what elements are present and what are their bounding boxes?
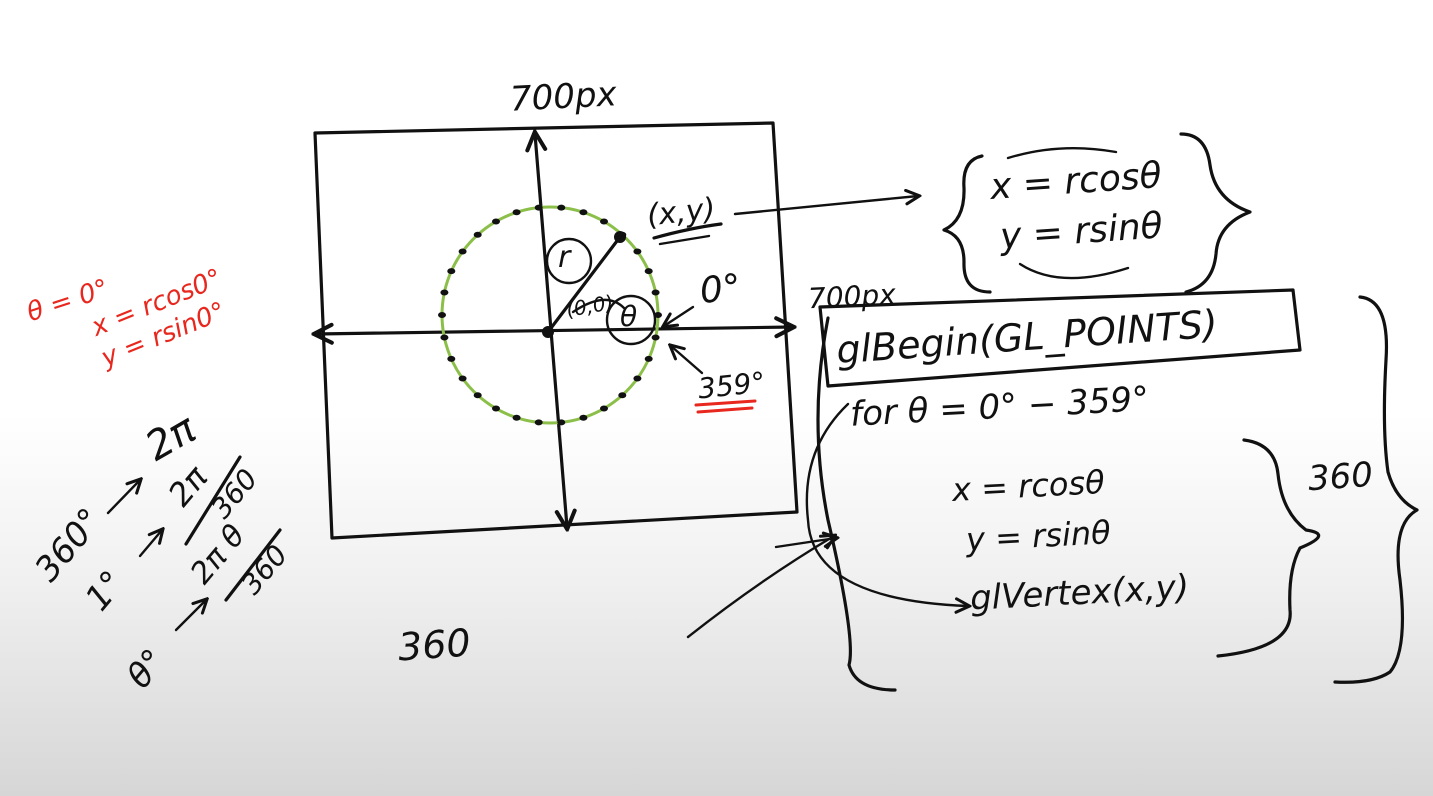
theta-label: θ [620, 300, 638, 333]
formulas-left-brace [942, 154, 992, 294]
circle-point [440, 289, 449, 296]
circle-point [557, 204, 566, 211]
circle-point [458, 248, 467, 255]
code-y-assign: y = rsinθ [965, 513, 1112, 559]
bottom-note: 360 [396, 620, 472, 670]
glbegin-box [818, 288, 1302, 388]
code-right-brace [1333, 295, 1419, 684]
start-angle-arrow [664, 305, 695, 326]
body-brace [1216, 438, 1321, 658]
to-formulas-arrow [733, 196, 918, 216]
circle-point [492, 218, 500, 225]
arrow-1-fraction [138, 530, 162, 558]
start-angle-label: 0° [697, 266, 743, 313]
loop-arrow [805, 402, 968, 606]
circle-point [473, 231, 482, 238]
code-x-assign: x = rcosθ [951, 463, 1106, 509]
circle-point [447, 355, 456, 362]
loop-outer-bracket [816, 316, 897, 692]
point-dot [614, 231, 626, 243]
formulas-right-brace [1179, 132, 1252, 294]
origin-dot [542, 326, 554, 338]
end-angle-label: 359° [696, 365, 767, 406]
point-label-underline-2 [658, 234, 711, 246]
circle-point [447, 268, 456, 275]
circle-point [579, 209, 588, 216]
circle-point [633, 375, 642, 382]
x-axis [316, 327, 792, 334]
circle-point [557, 419, 566, 426]
circle-point [633, 248, 642, 255]
formulas-overline [1006, 146, 1118, 160]
circle-point [512, 414, 521, 421]
code-glvertex: glVertex(x,y) [969, 567, 1191, 619]
point-label-underline [652, 222, 723, 240]
circle-point [651, 289, 660, 296]
arrow-theta-fraction [174, 600, 206, 632]
circle-point [534, 204, 543, 211]
canvas-frame [313, 121, 799, 540]
canvas-width-label: 700px [509, 74, 618, 120]
circle-point [644, 268, 653, 275]
fraction-bar-1 [184, 455, 242, 546]
circle-point [473, 392, 482, 399]
circle-point [600, 218, 608, 225]
circle-point [644, 355, 653, 362]
end-angle-underline [694, 399, 757, 407]
circle-point [512, 209, 521, 216]
formulas-underline [1018, 262, 1130, 280]
pointer-arrow [686, 536, 834, 639]
end-angle-arrow [671, 346, 704, 375]
code-iteration-count: 360 [1306, 454, 1375, 500]
radius-label-ring [545, 237, 593, 285]
fraction-bar-2 [224, 528, 282, 602]
circle-point [600, 405, 608, 412]
circle-point [651, 334, 660, 341]
circle-point [458, 375, 467, 382]
pointer-arrow-2 [774, 538, 836, 549]
point-label: (x,y) [645, 191, 718, 234]
arrow-360-2pi [106, 480, 140, 515]
circle-point [534, 419, 543, 426]
end-angle-underline-2 [696, 406, 754, 414]
circle-point [579, 414, 588, 421]
angle-arc [571, 298, 626, 314]
theta-label-ring [605, 294, 657, 346]
circle-point [492, 405, 500, 412]
circle-point [438, 312, 446, 318]
circle-point [440, 334, 449, 341]
circle-point [618, 392, 627, 399]
radius-label: r [558, 240, 571, 275]
canvas-height-label: 700px [807, 277, 897, 316]
radius-line [546, 235, 622, 334]
